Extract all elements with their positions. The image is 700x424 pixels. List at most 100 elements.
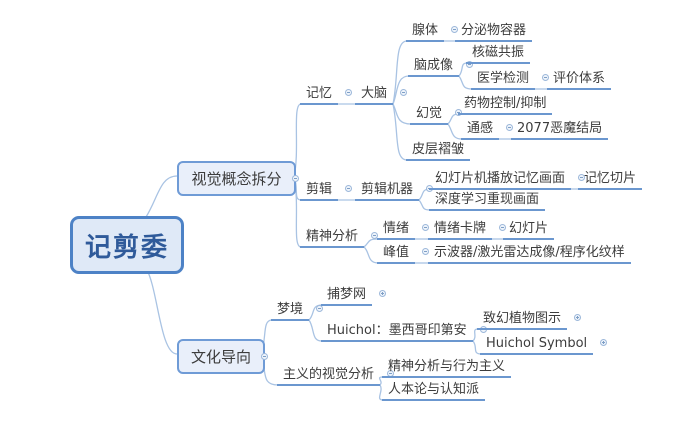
connector <box>378 376 384 386</box>
topic-brain-imaging-label: 脑成像 <box>414 58 454 73</box>
connector <box>458 62 468 77</box>
collapse-icon[interactable] <box>400 89 408 96</box>
topic-memory[interactable]: 记忆 <box>300 86 353 105</box>
topic-ism-visual-analysis-label: 主义的视觉分析 <box>283 367 375 382</box>
connector <box>308 319 323 342</box>
topic-psychedelic-plant[interactable]: 致幻植物图示 <box>477 311 582 330</box>
expand-icon[interactable] <box>600 339 608 346</box>
topic-emotion[interactable]: 情绪 <box>377 221 430 240</box>
collapse-icon[interactable] <box>578 174 586 181</box>
branch-culture-label: 文化导向 <box>190 348 251 366</box>
collapse-icon[interactable] <box>422 224 430 231</box>
connector <box>458 75 473 90</box>
connector <box>447 123 463 140</box>
topic-deep-learning-replay-label: 深度学习重现画面 <box>435 192 540 207</box>
topic-dream[interactable]: 梦境 <box>271 302 324 321</box>
topic-dreamcatcher[interactable]: 捕梦网 <box>321 287 387 306</box>
connector <box>378 384 384 401</box>
topic-cortex-folds-label: 皮层褶皱 <box>412 142 465 157</box>
topic-hallucination-label: 幻觉 <box>416 106 443 121</box>
topic-mri[interactable]: 核磁共振 <box>466 45 531 64</box>
topic-slides-label: 幻灯片 <box>509 221 549 236</box>
topic-psychoanalysis[interactable]: 精神分析 <box>300 229 379 248</box>
topic-emotion-label: 情绪 <box>383 221 410 236</box>
collapse-icon[interactable] <box>345 89 353 96</box>
topic-psychedelic-plant-label: 致幻植物图示 <box>483 311 562 326</box>
connector <box>145 267 178 355</box>
topic-humanism-cognitivism-label: 人本论与认知派 <box>388 382 480 397</box>
collapse-icon[interactable] <box>506 124 514 131</box>
collapse-icon[interactable] <box>455 109 463 116</box>
collapse-icon[interactable] <box>499 224 507 231</box>
topic-emotion-cards[interactable]: 情绪卡牌 <box>428 221 507 240</box>
collapse-icon[interactable] <box>466 61 474 68</box>
topic-psychoanalysis-behaviorism-label: 精神分析与行为主义 <box>388 359 506 374</box>
topic-evaluation-system[interactable]: 评价体系 <box>547 71 612 90</box>
collapse-icon[interactable] <box>261 353 268 360</box>
topic-mri-label: 核磁共振 <box>472 45 525 60</box>
topic-peak[interactable]: 峰值 <box>377 245 430 264</box>
topic-psychoanalysis-behaviorism[interactable]: 精神分析与行为主义 <box>382 359 512 378</box>
topic-evaluation-system-label: 评价体系 <box>553 71 606 86</box>
topic-editing[interactable]: 剪辑 <box>300 182 353 201</box>
topic-memory-label: 记忆 <box>306 86 333 101</box>
collapse-icon[interactable] <box>316 305 324 312</box>
topic-oscilloscope-lidar[interactable]: 示波器/激光雷达成像/程序化纹样 <box>428 245 631 264</box>
root-topic-label: 记剪委 <box>84 232 169 263</box>
topic-drug-control[interactable]: 药物控制/抑制 <box>458 96 553 115</box>
topic-huichol-label: Huichol：墨西哥印第安 <box>327 323 467 338</box>
topic-hallucination[interactable]: 幻觉 <box>410 106 463 125</box>
topic-peak-label: 峰值 <box>383 245 410 260</box>
topic-slide-projector-memory-label: 幻灯片机播放记忆画面 <box>435 171 566 186</box>
topic-ism-visual-analysis[interactable]: 主义的视觉分析 <box>277 367 395 386</box>
topic-2077-ending[interactable]: 2077恶魔结局 <box>511 121 609 140</box>
collapse-icon[interactable] <box>542 74 550 81</box>
connector <box>472 328 479 342</box>
topic-editing-machine-label: 剪辑机器 <box>361 182 414 197</box>
connector <box>363 238 379 248</box>
topic-oscilloscope-lidar-label: 示波器/激光雷达成像/程序化纹样 <box>434 245 625 260</box>
topic-secretion-container[interactable]: 分泌物容器 <box>455 23 533 42</box>
topic-cortex-folds[interactable]: 皮层褶皱 <box>406 142 471 161</box>
expand-icon[interactable] <box>574 314 582 321</box>
topic-deep-learning-replay[interactable]: 深度学习重现画面 <box>429 192 546 211</box>
root-topic[interactable]: 记剪委 <box>70 216 184 274</box>
connector <box>145 175 178 218</box>
connector <box>363 246 379 264</box>
topic-secretion-container-label: 分泌物容器 <box>461 23 527 38</box>
topic-editing-label: 剪辑 <box>306 182 333 197</box>
collapse-icon[interactable] <box>422 248 430 255</box>
topic-brain[interactable]: 大脑 <box>355 86 408 105</box>
topic-brain-imaging[interactable]: 脑成像 <box>408 58 474 77</box>
collapse-icon[interactable] <box>292 175 299 182</box>
topic-synesthesia-label: 通感 <box>467 121 494 136</box>
topic-huichol[interactable]: Huichol：墨西哥印第安 <box>321 323 487 342</box>
connector <box>418 199 431 211</box>
branch-visual-concept[interactable]: 视觉概念拆分 <box>177 161 299 196</box>
topic-medical-test-label: 医学检测 <box>477 71 530 86</box>
topic-slides[interactable]: 幻灯片 <box>503 221 555 240</box>
topic-medical-test[interactable]: 医学检测 <box>471 71 550 90</box>
topic-gland[interactable]: 腺体 <box>406 23 459 42</box>
topic-huichol-symbol[interactable]: Huichol Symbol <box>480 336 608 355</box>
topic-slide-projector-memory[interactable]: 幻灯片机播放记忆画面 <box>429 171 586 190</box>
topic-memory-slice[interactable]: 记忆切片 <box>578 171 643 190</box>
connector <box>392 75 410 105</box>
collapse-icon[interactable] <box>345 185 353 192</box>
topic-huichol-symbol-label: Huichol Symbol <box>486 336 588 351</box>
connector <box>392 40 408 105</box>
branch-culture[interactable]: 文化导向 <box>177 339 268 374</box>
topic-brain-label: 大脑 <box>361 86 388 101</box>
collapse-icon[interactable] <box>451 26 459 33</box>
topic-editing-machine[interactable]: 剪辑机器 <box>355 182 434 201</box>
expand-icon[interactable] <box>379 290 387 297</box>
collapse-icon[interactable] <box>371 232 379 239</box>
connector <box>392 103 408 161</box>
branch-visual-concept-label: 视觉概念拆分 <box>191 170 282 188</box>
topic-synesthesia[interactable]: 通感 <box>461 121 514 140</box>
topic-2077-ending-label: 2077恶魔结局 <box>517 121 603 136</box>
topic-drug-control-label: 药物控制/抑制 <box>464 96 547 111</box>
topic-humanism-cognitivism[interactable]: 人本论与认知派 <box>382 382 486 401</box>
